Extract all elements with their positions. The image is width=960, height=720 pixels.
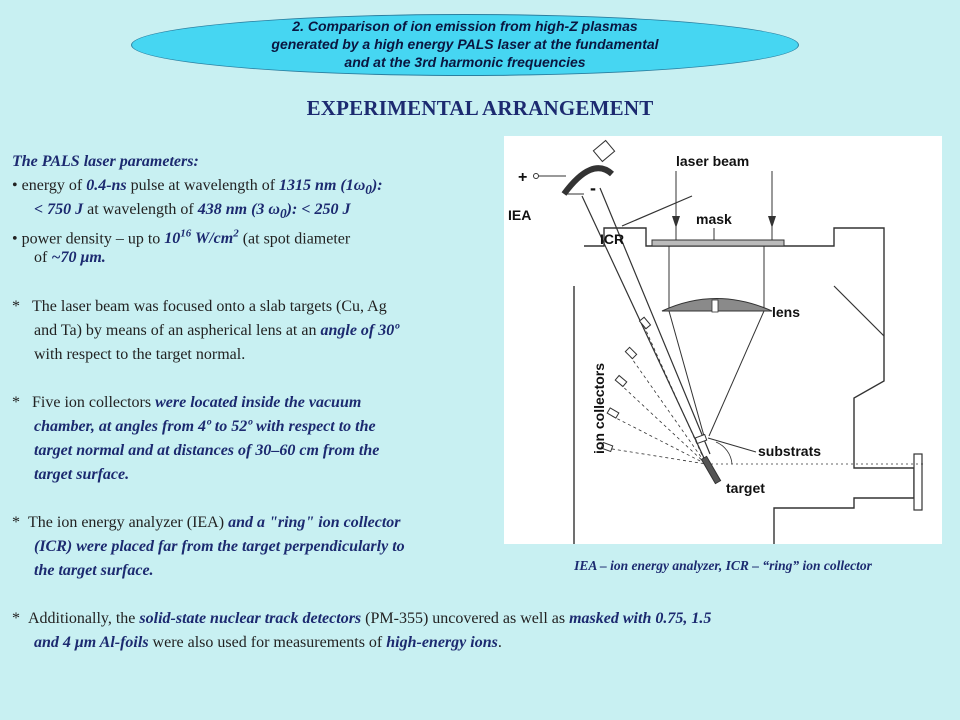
target-angle-arc bbox=[715, 441, 733, 465]
focus-ray bbox=[668, 310, 705, 437]
chamber-wall bbox=[584, 227, 915, 544]
chamber-wall-right-diag bbox=[833, 285, 885, 337]
banner-text: 2. Comparison of ion emission from high-… bbox=[131, 17, 799, 71]
collector-ray bbox=[605, 447, 707, 465]
focus-ray bbox=[708, 310, 765, 437]
para2-line-1: * Five ion collectors were located insid… bbox=[12, 394, 362, 411]
banner-line-2: generated by a high energy PALS laser at… bbox=[271, 36, 659, 52]
energy-line: • energy of 0.4-ns pulse at wavelength o… bbox=[12, 177, 383, 198]
laser-arrow bbox=[768, 216, 776, 228]
iea-tube bbox=[599, 187, 711, 455]
para3-line-2: (ICR) were placed far from the target pe… bbox=[34, 538, 405, 555]
substrate bbox=[694, 433, 708, 445]
label-lens: lens bbox=[772, 304, 800, 320]
ion-collector bbox=[606, 407, 620, 419]
para4-line-1: * Additionally, the solid-state nuclear … bbox=[12, 610, 712, 627]
laser-params-title: The PALS laser parameters: bbox=[12, 153, 199, 170]
para3-line-3: the target surface. bbox=[34, 562, 154, 579]
ion-collector bbox=[638, 316, 652, 330]
chamber-diagram-svg: laser beam mask lens ICR IEA + - ion col… bbox=[508, 139, 924, 544]
experimental-diagram: laser beam mask lens ICR IEA + - ion col… bbox=[504, 136, 942, 544]
collector-ray bbox=[611, 415, 707, 465]
ion-collector bbox=[624, 346, 638, 360]
iea-analyzer-inner bbox=[569, 175, 609, 199]
para2-line-3: target normal and at distances of 30–60 … bbox=[34, 442, 380, 459]
title-banner bbox=[131, 14, 799, 76]
collector-ray bbox=[629, 355, 707, 465]
mask-plate bbox=[651, 239, 785, 247]
label-plus: + bbox=[518, 169, 527, 186]
chamber-wall-diag bbox=[621, 195, 693, 227]
section-heading: EXPERIMENTAL ARRANGEMENT bbox=[306, 96, 654, 120]
label-iea: IEA bbox=[508, 207, 531, 223]
figure-caption: IEA – ion energy analyzer, ICR – “ring” … bbox=[574, 558, 872, 573]
right-port-flange bbox=[913, 453, 923, 511]
para4-line-2: and 4 μm Al-foils were also used for mea… bbox=[34, 634, 502, 651]
bullet: • bbox=[12, 230, 18, 248]
label-target: target bbox=[726, 480, 765, 496]
iea-entrance-port bbox=[592, 139, 616, 163]
para2-line-4: target surface. bbox=[34, 466, 130, 483]
label-laser-beam: laser beam bbox=[676, 153, 749, 169]
label-mask: mask bbox=[696, 211, 732, 227]
label-minus: - bbox=[590, 178, 596, 198]
bullet: • bbox=[12, 177, 18, 194]
ion-collector bbox=[614, 374, 628, 388]
laser-arrow bbox=[672, 216, 680, 228]
energy-line-2: < 750 J at wavelength of 438 nm (3 ω0): … bbox=[34, 201, 351, 222]
target-slab bbox=[700, 455, 722, 485]
para1-line-3: with respect to the target normal. bbox=[34, 346, 246, 363]
para1-line-1: * The laser beam was focused onto a slab… bbox=[12, 298, 387, 315]
iea-analyzer bbox=[561, 165, 615, 196]
banner-line-3: and at the 3rd harmonic frequencies bbox=[344, 54, 586, 70]
collector-ray bbox=[619, 383, 707, 465]
para1-line-2: and Ta) by means of an aspherical lens a… bbox=[34, 322, 400, 339]
ion-collector bbox=[600, 441, 614, 453]
lens-center-mark bbox=[711, 299, 719, 313]
para2-line-2: chamber, at angles from 4º to 52º with r… bbox=[34, 418, 376, 435]
banner-line-1: 2. Comparison of ion emission from high-… bbox=[292, 18, 638, 34]
substrats-pointer bbox=[707, 437, 757, 453]
power-line: • power density – up to 1016 W/cm2 (at s… bbox=[12, 228, 351, 248]
spot-line: of ~70 μm. bbox=[34, 249, 106, 266]
label-ion-collectors: ion collectors bbox=[591, 363, 607, 454]
label-substrats: substrats bbox=[758, 443, 821, 459]
para3-line-1: * The ion energy analyzer (IEA) and a "r… bbox=[12, 514, 401, 531]
label-icr: ICR bbox=[600, 231, 624, 247]
collector-ray bbox=[643, 325, 707, 465]
iea-terminal bbox=[533, 173, 539, 179]
